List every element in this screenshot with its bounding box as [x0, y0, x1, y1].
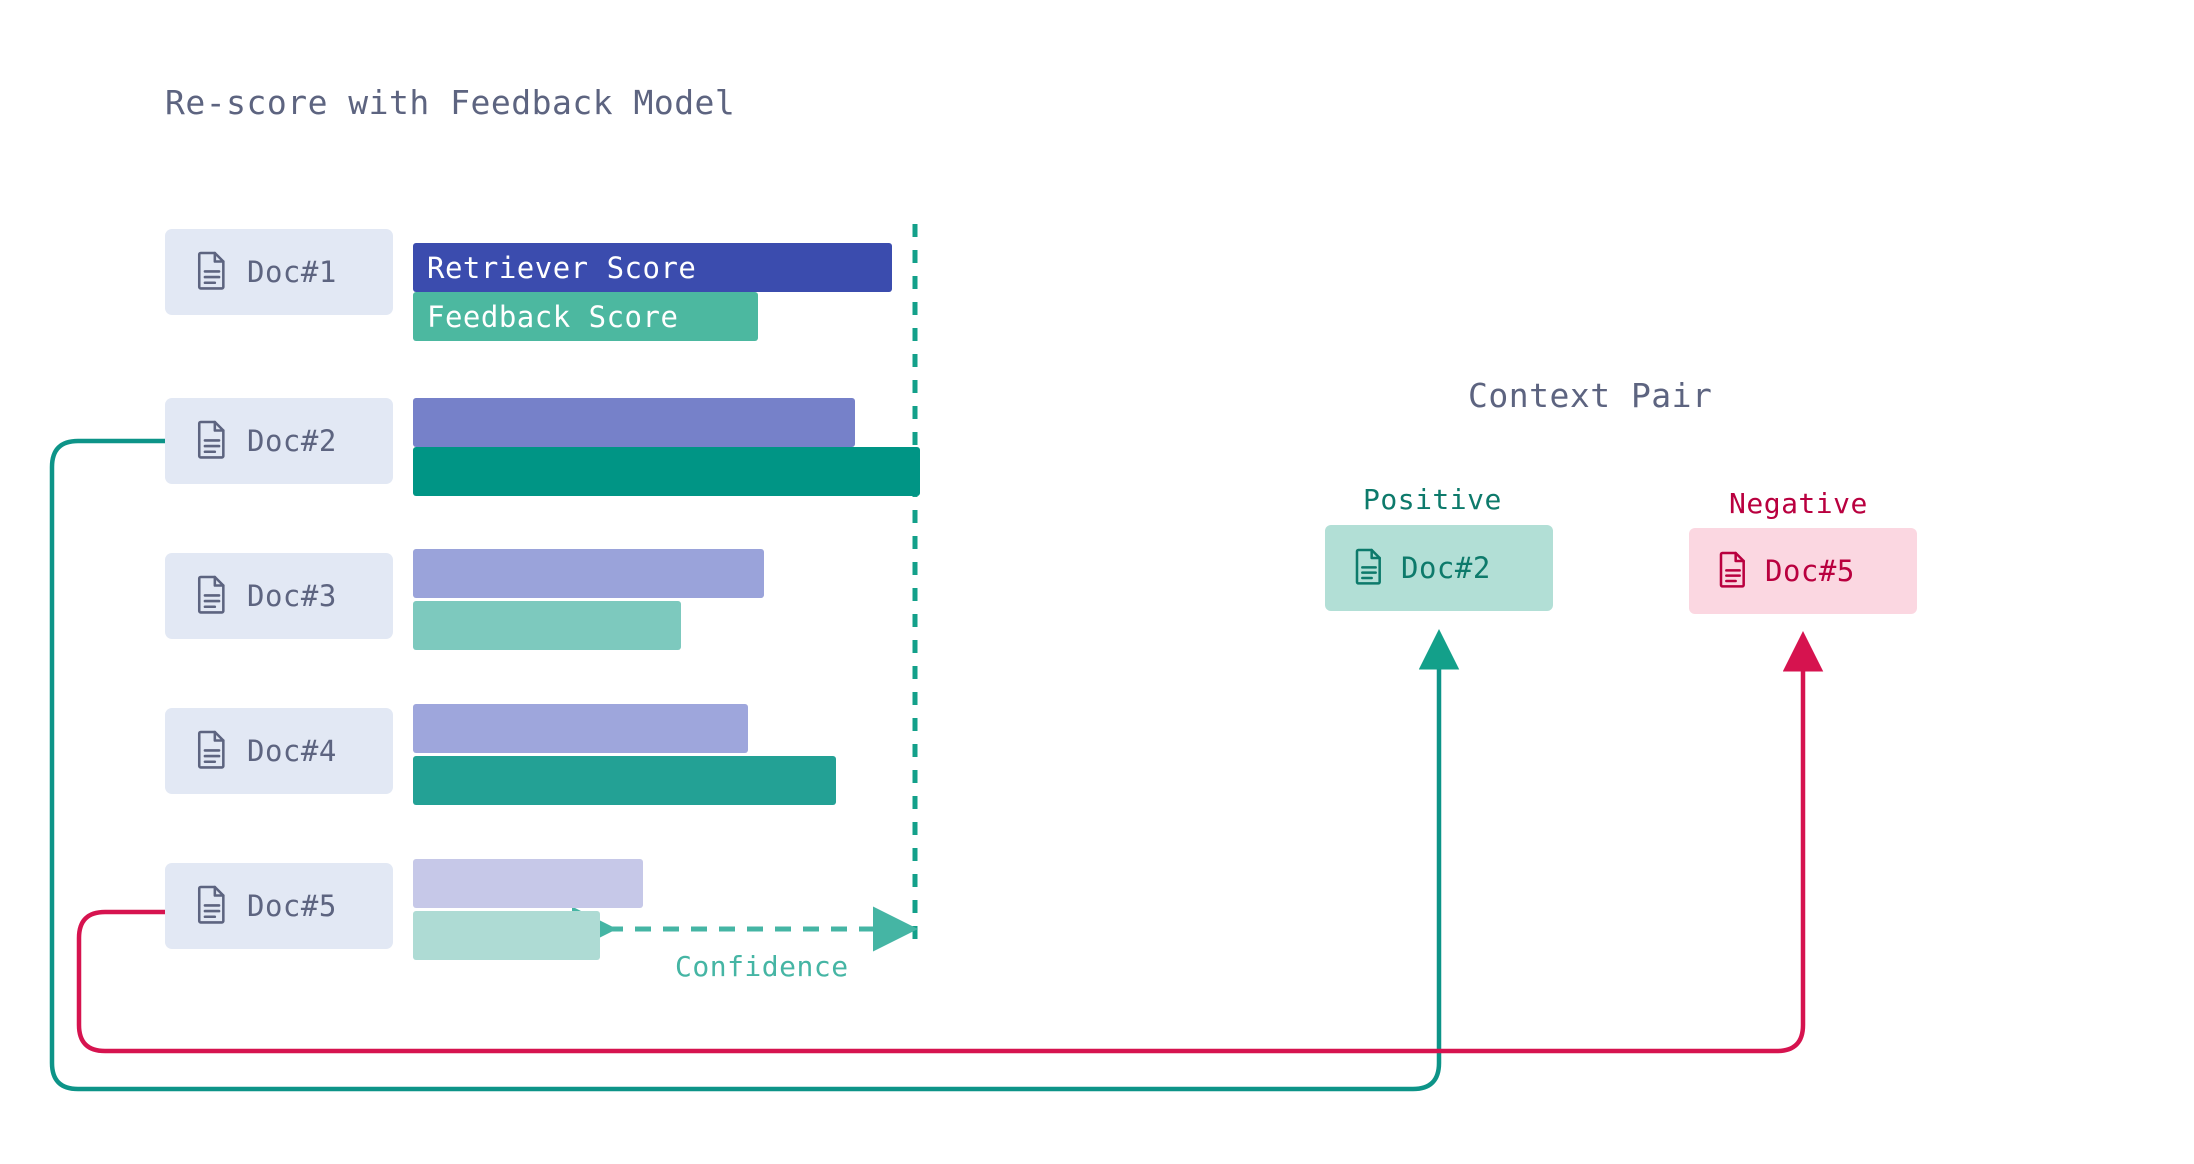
doc-label: Doc#4	[247, 734, 337, 768]
retriever-score-bar-1: Retriever Score	[413, 243, 892, 292]
doc-chip-5[interactable]: Doc#5	[165, 863, 393, 949]
context-pair-title: Context Pair	[1468, 376, 1713, 415]
doc-label: Doc#1	[247, 255, 337, 289]
negative-label: Negative	[1729, 487, 1868, 520]
page-title: Re-score with Feedback Model	[165, 83, 736, 122]
doc-chip-4[interactable]: Doc#4	[165, 708, 393, 794]
positive-label: Positive	[1363, 483, 1502, 516]
feedback-score-bar-3	[413, 601, 681, 650]
doc-chip-2[interactable]: Doc#2	[165, 398, 393, 484]
document-icon	[195, 884, 229, 928]
doc-label: Doc#5	[247, 889, 337, 923]
feedback-score-bar-1: Feedback Score	[413, 292, 758, 341]
retriever-score-bar-3	[413, 549, 764, 598]
document-icon	[1353, 547, 1385, 589]
retriever-score-legend-label: Retriever Score	[427, 250, 697, 285]
positive-doc-chip[interactable]: Doc#2	[1325, 525, 1553, 611]
positive-doc-label: Doc#2	[1401, 551, 1491, 585]
negative-connector-path	[76, 631, 1824, 1054]
feedback-score-bar-5	[413, 911, 600, 960]
doc-label: Doc#2	[247, 424, 337, 458]
doc-label: Doc#3	[247, 579, 337, 613]
negative-doc-label: Doc#5	[1765, 554, 1855, 588]
negative-doc-chip[interactable]: Doc#5	[1689, 528, 1917, 614]
document-icon	[195, 574, 229, 618]
doc-chip-3[interactable]: Doc#3	[165, 553, 393, 639]
feedback-score-legend-label: Feedback Score	[427, 299, 679, 334]
retriever-score-bar-5	[413, 859, 643, 908]
document-icon	[1717, 550, 1749, 592]
feedback-score-bar-4	[413, 756, 836, 805]
retriever-score-bar-4	[413, 704, 748, 753]
document-icon	[195, 729, 229, 773]
doc-chip-1[interactable]: Doc#1	[165, 229, 393, 315]
feedback-score-bar-2	[413, 447, 920, 496]
document-icon	[195, 250, 229, 294]
retriever-score-bar-2	[413, 398, 855, 447]
confidence-label: Confidence	[675, 950, 849, 983]
document-icon	[195, 419, 229, 463]
